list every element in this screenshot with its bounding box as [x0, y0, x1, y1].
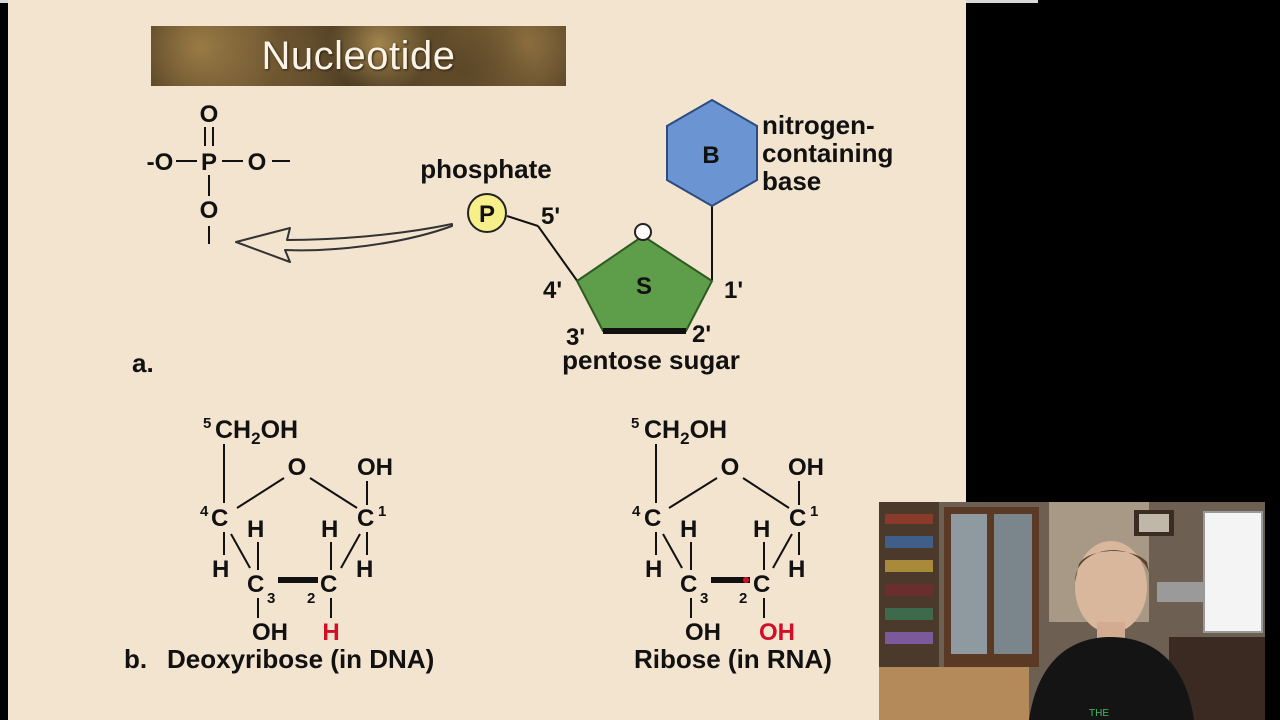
- phosphate-right-oxygen: O: [248, 149, 267, 176]
- deoxyribose-structure: 5 CH2OH O OH 4 C C 1 H H H H C 3 2 C OH …: [200, 415, 393, 646]
- carbon-1-label: 1': [724, 277, 743, 304]
- deoxyribose-c4-h: H: [247, 516, 264, 543]
- base-label-line-3: base: [762, 166, 821, 196]
- sugar-symbol: S: [636, 273, 652, 300]
- slide: Nucleotide: [8, 0, 966, 720]
- ribose-c2: C: [753, 571, 770, 598]
- deoxyribose-c3-oh: OH: [252, 619, 288, 646]
- base-hexagon-icon: [666, 98, 758, 208]
- slide-title: Nucleotide: [261, 33, 456, 78]
- phosphate-phosphorus: P: [201, 149, 217, 176]
- deoxyribose-c2-number: 2: [307, 590, 315, 607]
- deoxyribose-c2: C: [320, 571, 337, 598]
- cursor-dot: [743, 577, 749, 583]
- ribose-c4-number: 4: [632, 503, 641, 520]
- deoxyribose-c1-h: H: [321, 516, 338, 543]
- deoxyribose-ch2oh: CH2OH: [215, 416, 298, 448]
- title-banner: Nucleotide: [151, 26, 566, 86]
- deoxyribose-c2-h: H: [322, 619, 339, 646]
- deoxyribose-caption: Deoxyribose (in DNA): [167, 644, 434, 674]
- svg-text:THE: THE: [1089, 708, 1109, 719]
- ribose-structure: 5 CH2OH O OH 4 C C 1 H H H H C 3 2 C OH …: [631, 415, 824, 646]
- phosphate-bottom-oxygen: O: [200, 197, 219, 224]
- carbon-3-label: 3': [566, 324, 585, 351]
- ribose-c3-number: 3: [700, 590, 708, 607]
- ring-oxygen-circle-icon: [634, 223, 652, 241]
- phosphate-top-oxygen: O: [200, 101, 219, 128]
- hollow-arrow-icon: [235, 223, 453, 263]
- ribose-c1-number: 1: [810, 503, 818, 520]
- ribose-c3: C: [680, 571, 697, 598]
- ribose-c1-oh: OH: [788, 454, 824, 481]
- ribose-c5-number: 5: [631, 415, 639, 432]
- ribose-c4: C: [644, 505, 661, 532]
- phosphate-group-structure: O -O P O O: [147, 101, 290, 244]
- phosphate-label: phosphate: [420, 154, 551, 184]
- pentose-sugar-label: pentose sugar: [562, 345, 740, 375]
- deoxyribose-c1-h-lower: H: [356, 556, 373, 583]
- carbon-4-label: 4': [543, 277, 562, 304]
- panel-b-label: b.: [124, 644, 147, 674]
- ribose-caption: Ribose (in RNA): [634, 644, 832, 674]
- ribose-c2-number: 2: [739, 590, 747, 607]
- deoxyribose-c1-oh: OH: [357, 454, 393, 481]
- base-label-line-1: nitrogen-: [762, 110, 875, 140]
- phosphate-circle-icon: [467, 193, 507, 233]
- ribose-c3-oh: OH: [685, 619, 721, 646]
- phosphate-left-oxygen: -O: [147, 149, 174, 176]
- ribose-c1-h: H: [753, 516, 770, 543]
- base-label-line-2: containing: [762, 138, 893, 168]
- deoxyribose-c4: C: [211, 505, 228, 532]
- ribose-c2-oh: OH: [759, 619, 795, 646]
- ribose-ch2oh: CH2OH: [644, 416, 727, 448]
- carbon-2-label: 2': [692, 321, 711, 348]
- deoxyribose-c3: C: [247, 571, 264, 598]
- base-symbol: B: [702, 142, 719, 169]
- ribose-c1: C: [789, 505, 806, 532]
- deoxyribose-ring-oxygen: O: [288, 454, 307, 481]
- carbon-5-label: 5': [541, 203, 560, 230]
- ribose-c4-h-lower: H: [645, 556, 662, 583]
- deoxyribose-c4-number: 4: [200, 503, 209, 520]
- deoxyribose-c1-number: 1: [378, 503, 386, 520]
- presenter-webcam: THE: [879, 502, 1265, 720]
- webcam-scene: THE: [879, 502, 1265, 720]
- ribose-ring-oxygen: O: [721, 454, 740, 481]
- phosphate-symbol: P: [479, 201, 495, 228]
- deoxyribose-c5-number: 5: [203, 415, 211, 432]
- panel-a-label: a.: [132, 348, 154, 378]
- ribose-c4-h: H: [680, 516, 697, 543]
- deoxyribose-c4-h-lower: H: [212, 556, 229, 583]
- deoxyribose-c1: C: [357, 505, 374, 532]
- deoxyribose-c3-number: 3: [267, 590, 275, 607]
- ribose-c1-h-lower: H: [788, 556, 805, 583]
